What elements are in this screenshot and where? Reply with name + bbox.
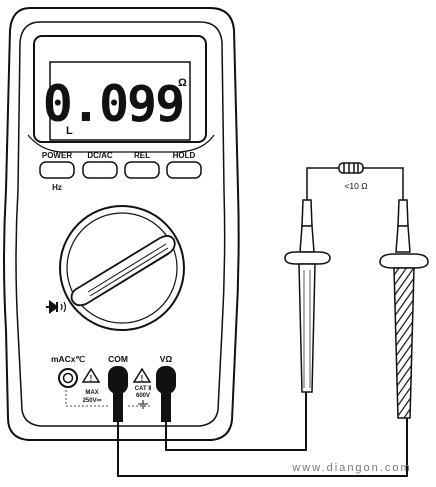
ground-icon: [138, 400, 148, 409]
black-test-probe[interactable]: [379, 172, 429, 419]
ma-jack[interactable]: [58, 368, 78, 388]
cat-label: CAT Ⅱ: [135, 385, 152, 392]
diode-continuity-mode: [46, 300, 67, 314]
watermark: www.diangon.com: [291, 462, 411, 474]
dc-ac-button-label: DC/AC: [87, 151, 113, 160]
rel-button-label: REL: [134, 151, 150, 160]
max-label: MAX: [85, 390, 98, 396]
continuity-icon: [60, 301, 67, 313]
com-plug[interactable]: [108, 366, 128, 422]
power-button[interactable]: POWER Hz: [39, 151, 75, 192]
power-button-sublabel: Hz: [52, 183, 62, 192]
multimeter-body: [3, 7, 240, 441]
rotary-dial[interactable]: [59, 205, 185, 331]
lcd-reading: 0.099: [43, 75, 184, 133]
warning-icon: !: [81, 367, 101, 383]
power-button-label: POWER: [42, 151, 72, 160]
ma-jack-label: mACx℃: [51, 354, 86, 364]
lcd-display: 0.099 Ω L: [33, 35, 207, 143]
warning-icon: !: [132, 367, 152, 383]
svg-text:!: !: [141, 374, 144, 383]
hold-button-label: HOLD: [173, 151, 196, 160]
resistor: <10 Ω: [306, 162, 404, 191]
v-ohm-jack-label: VΩ: [160, 354, 173, 364]
svg-text:!: !: [90, 374, 93, 383]
cat-voltage-label: 600V: [136, 393, 150, 399]
resistor-label: <10 Ω: [344, 181, 367, 191]
dc-ac-button[interactable]: DC/AC: [82, 151, 118, 179]
hold-button[interactable]: HOLD: [166, 151, 202, 179]
rel-button[interactable]: REL: [124, 151, 160, 179]
v-plug[interactable]: [156, 366, 176, 422]
red-test-probe[interactable]: [284, 172, 331, 393]
lcd-unit-symbol: Ω: [178, 77, 187, 89]
diode-icon: [46, 300, 59, 314]
lcd-bar-glyph: L: [66, 125, 73, 137]
com-jack-label: COM: [108, 354, 128, 364]
button-row: POWER Hz DC/AC REL HOLD: [39, 151, 202, 192]
max-voltage-label: 250V⎓: [83, 398, 102, 404]
jack-panel: mACx℃ COM VΩ ! ! MAX 250V⎓ CAT Ⅱ 600V: [51, 354, 173, 409]
